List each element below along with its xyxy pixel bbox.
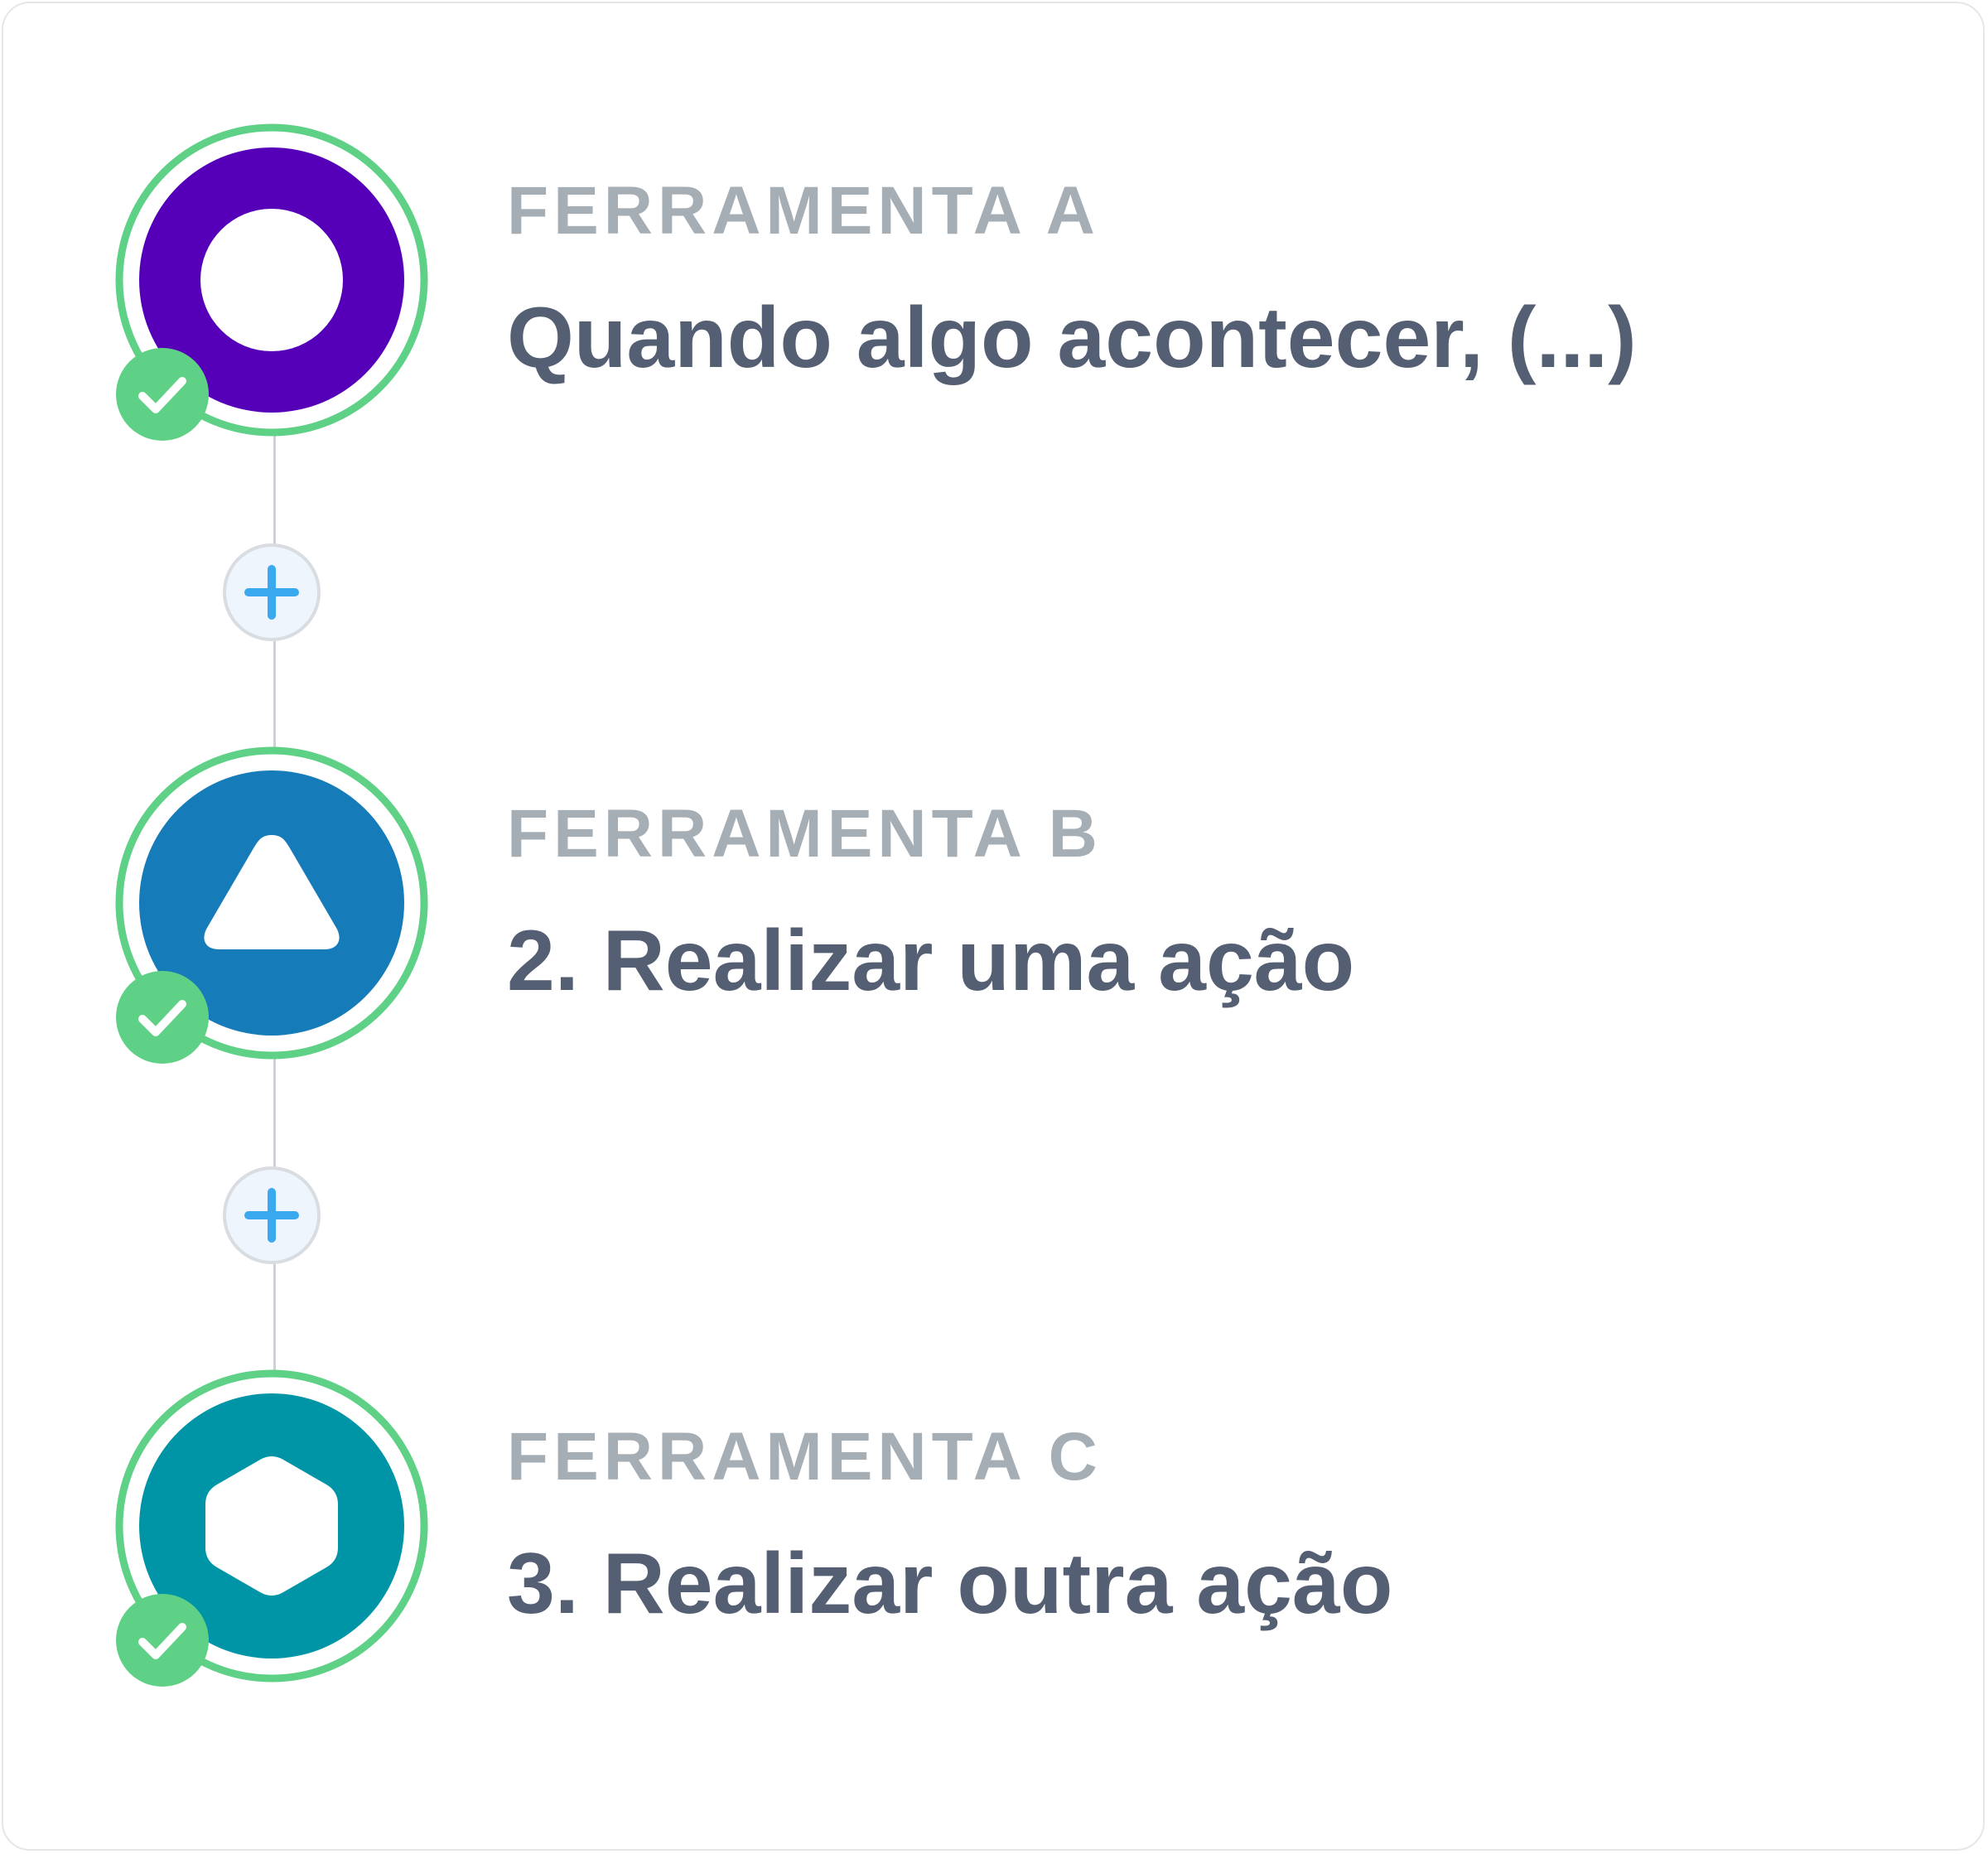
step-node-a[interactable] bbox=[114, 123, 429, 441]
connector-line bbox=[273, 1264, 276, 1374]
circle-icon bbox=[200, 209, 343, 351]
triangle-icon bbox=[204, 835, 340, 949]
step-text-b[interactable]: FERRAMENTA B 2. Realizar uma ação bbox=[507, 796, 1965, 1009]
check-icon bbox=[116, 1594, 209, 1687]
tool-name: FERRAMENTA A bbox=[507, 173, 1100, 249]
step-text-c[interactable]: FERRAMENTA C 3. Realizar outra ação bbox=[507, 1419, 1965, 1632]
step-title: 3. Realizar outra ação bbox=[507, 1536, 1393, 1632]
connector-line bbox=[273, 1057, 276, 1170]
check-icon bbox=[116, 971, 209, 1064]
step-node-b[interactable] bbox=[114, 746, 429, 1064]
add-step-button[interactable] bbox=[223, 1166, 321, 1264]
check-icon bbox=[116, 348, 209, 441]
step-node-c[interactable] bbox=[114, 1369, 429, 1687]
add-step-button[interactable] bbox=[223, 543, 321, 641]
step-icon-triangle bbox=[115, 746, 428, 1060]
step-title: 2. Realizar uma ação bbox=[507, 913, 1355, 1009]
step-text-a[interactable]: FERRAMENTA A Quando algo acontecer, (...… bbox=[507, 173, 1965, 386]
step-icon-hexagon bbox=[115, 1369, 428, 1683]
tool-name: FERRAMENTA B bbox=[507, 796, 1103, 871]
tool-name: FERRAMENTA C bbox=[507, 1419, 1103, 1494]
check-badge bbox=[114, 346, 210, 442]
plus-icon bbox=[244, 1188, 299, 1243]
plus-icon bbox=[244, 565, 299, 620]
step-icon-circle bbox=[115, 123, 428, 437]
connector-line bbox=[273, 434, 276, 547]
check-badge bbox=[114, 969, 210, 1065]
step-title: Quando algo acontecer, (...) bbox=[507, 290, 1637, 386]
check-badge bbox=[114, 1592, 210, 1688]
hexagon-icon bbox=[205, 1456, 338, 1596]
connector-line bbox=[273, 641, 276, 751]
